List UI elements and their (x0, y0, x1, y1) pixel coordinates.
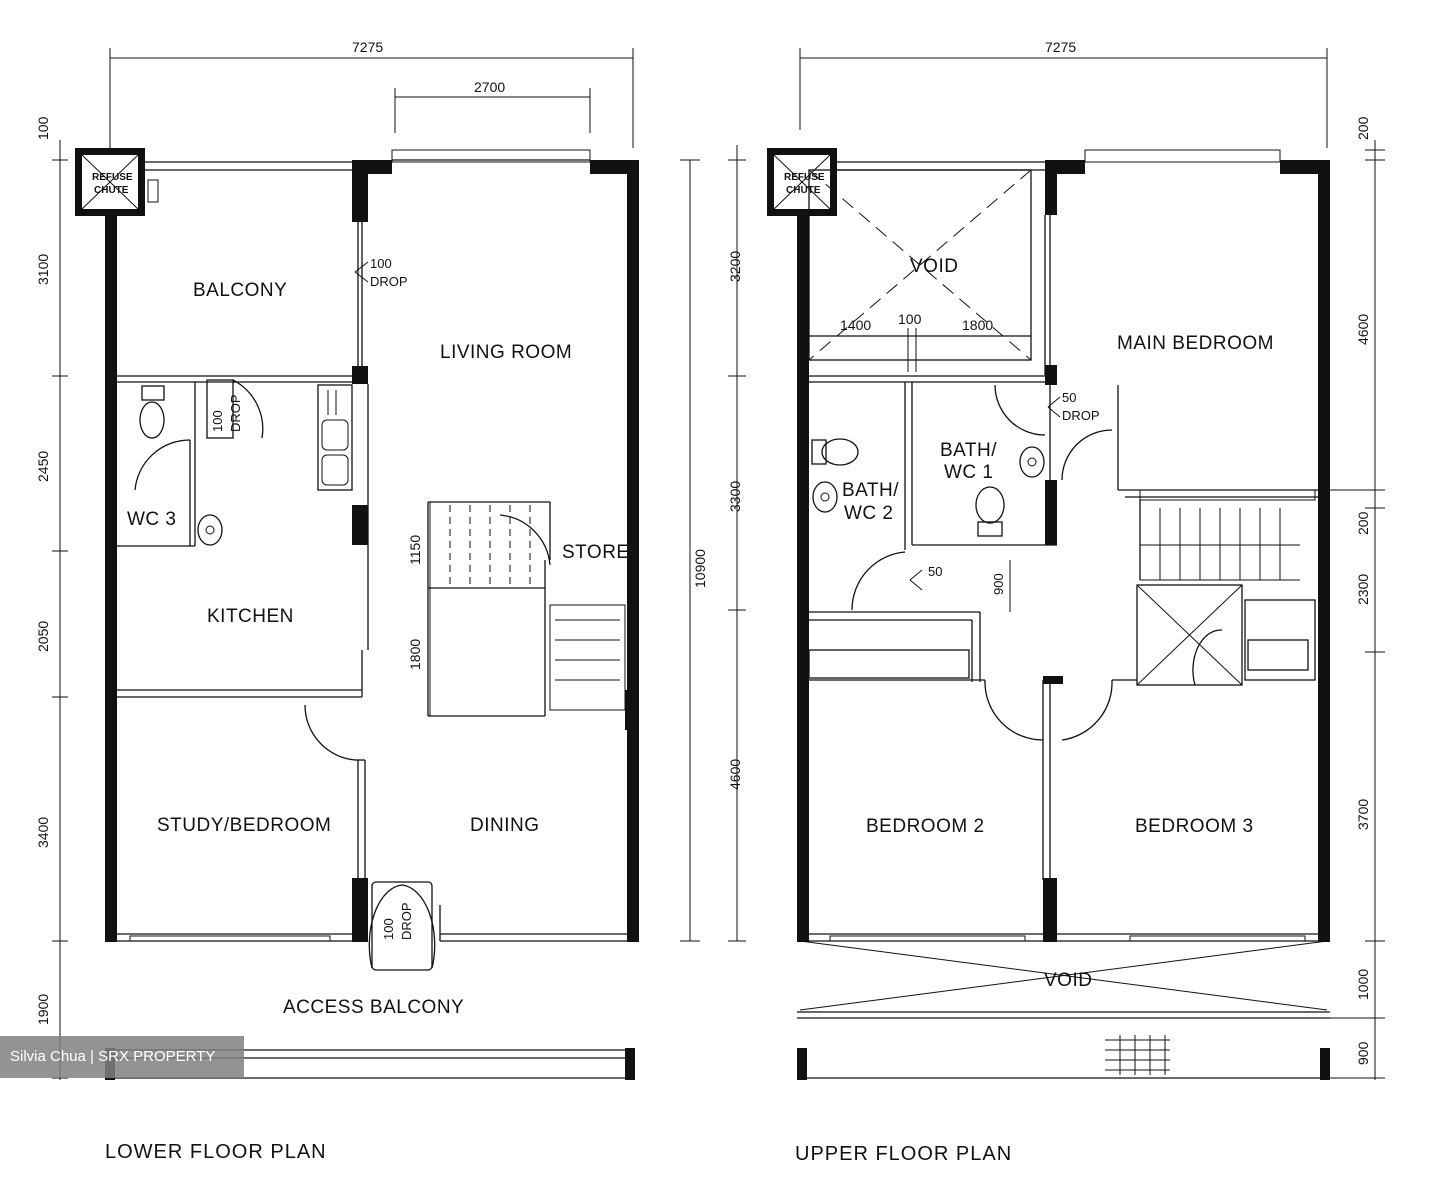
room-balcony: BALCONY (193, 280, 287, 301)
upper-chute-label-2: CHUTE (786, 185, 821, 196)
upper-dim-7275: 7275 (1045, 39, 1076, 55)
lower-dim-3100: 3100 (35, 254, 51, 285)
upper-dim-4600-right: 4600 (1355, 314, 1371, 345)
room-bedroom-2: BEDROOM 2 (866, 816, 985, 837)
lower-refuse-chute: REFUSE CHUTE (75, 148, 159, 216)
bath-drop-value: 50 (1062, 390, 1076, 405)
upper-dim-1800: 1800 (962, 317, 993, 333)
upper-floor-plan: 7275 3200 3300 4600 200 (727, 39, 1385, 1165)
lower-dim-7275: 7275 (352, 39, 383, 55)
upper-dim-200-mid: 200 (1355, 511, 1371, 535)
upper-dim-200-top: 200 (1355, 116, 1371, 140)
upper-dim-1000: 1000 (1355, 969, 1371, 1000)
bath-drop-label: DROP (1062, 408, 1100, 423)
upper-plan-title: UPPER FLOOR PLAN (795, 1143, 1012, 1165)
upper-dim-right: 200 4600 200 2300 3700 1000 900 (1330, 116, 1385, 1080)
room-store: STORE (562, 542, 630, 563)
lower-dim-2450: 2450 (35, 451, 51, 482)
wc-drop-value: 100 (210, 410, 225, 432)
entry-drop-value: 100 (381, 918, 396, 940)
upper-dim-100: 100 (898, 311, 922, 327)
lower-dim-3400: 3400 (35, 817, 51, 848)
lower-dim-left: 100 3100 2450 2050 3400 1900 (35, 116, 68, 1080)
upper-walls (797, 149, 1330, 1080)
room-living-room: LIVING ROOM (440, 342, 572, 363)
upper-fixtures (811, 384, 1113, 612)
room-access-balcony: ACCESS BALCONY (283, 997, 464, 1018)
upper-dim-top: 7275 (799, 39, 1328, 148)
lower-dim-top: 7275 2700 (109, 39, 634, 148)
lower-chute-label-1: REFUSE (92, 172, 133, 183)
upper-dim-3700: 3700 (1355, 799, 1371, 830)
lower-chute-label-2: CHUTE (94, 185, 129, 196)
door-dim-900: 900 (991, 573, 1006, 595)
room-bedroom-3: BEDROOM 3 (1135, 816, 1254, 837)
lower-dim-1150: 1150 (407, 535, 423, 565)
lower-dim-1900: 1900 (35, 994, 51, 1025)
upper-refuse-chute: REFUSE CHUTE (767, 148, 837, 216)
lower-walls (105, 149, 639, 1080)
room-void-bottom: VOID (1044, 970, 1092, 991)
lower-dim-2050: 2050 (35, 621, 51, 652)
lower-dim-right: 10900 (680, 159, 708, 942)
room-bath-wc1-line1: BATH/ (940, 440, 997, 461)
lower-stair-dims: 1150 1800 (407, 502, 431, 716)
room-bath-wc2-line1: BATH/ (842, 480, 899, 501)
upper-dim-3300: 3300 (727, 481, 743, 512)
room-kitchen: KITCHEN (207, 606, 294, 627)
room-bath-wc1-line2: WC 1 (944, 462, 994, 483)
lower-dim-1800: 1800 (407, 639, 423, 670)
lower-fixtures (134, 379, 626, 971)
room-study-bedroom: STUDY/BEDROOM (157, 815, 331, 836)
room-void-top: VOID (910, 256, 958, 277)
entry-drop-label: DROP (399, 902, 414, 940)
upper-dim-4600: 4600 (727, 759, 743, 790)
upper-void-dims: 1400 100 1800 (840, 311, 993, 372)
lower-dim-2700: 2700 (474, 79, 505, 95)
room-dining: DINING (470, 815, 540, 836)
lower-dim-10900: 10900 (692, 549, 708, 588)
upper-chute-label-1: REFUSE (784, 172, 825, 183)
room-wc3: WC 3 (127, 509, 177, 530)
wc-drop-label: DROP (228, 394, 243, 432)
upper-dim-left: 3200 3300 4600 (727, 145, 746, 942)
upper-dim-2300: 2300 (1355, 574, 1371, 605)
watermark: Silvia Chua | SRX PROPERTY (0, 1036, 244, 1078)
balcony-drop-value: 100 (370, 256, 392, 271)
lower-dim-100: 100 (35, 116, 51, 140)
lower-floor-plan: 7275 2700 100 3100 2450 2050 3400 1900 (35, 39, 708, 1163)
upper-dim-900: 900 (1355, 1041, 1371, 1065)
room-main-bedroom: MAIN BEDROOM (1117, 333, 1274, 354)
balcony-drop-label: DROP (370, 274, 408, 289)
wc2-drop-value: 50 (928, 564, 942, 579)
lower-plan-title: LOWER FLOOR PLAN (105, 1141, 327, 1163)
room-bath-wc2-line2: WC 2 (844, 503, 894, 524)
upper-dim-1400: 1400 (840, 317, 871, 333)
upper-dim-3200: 3200 (727, 251, 743, 282)
